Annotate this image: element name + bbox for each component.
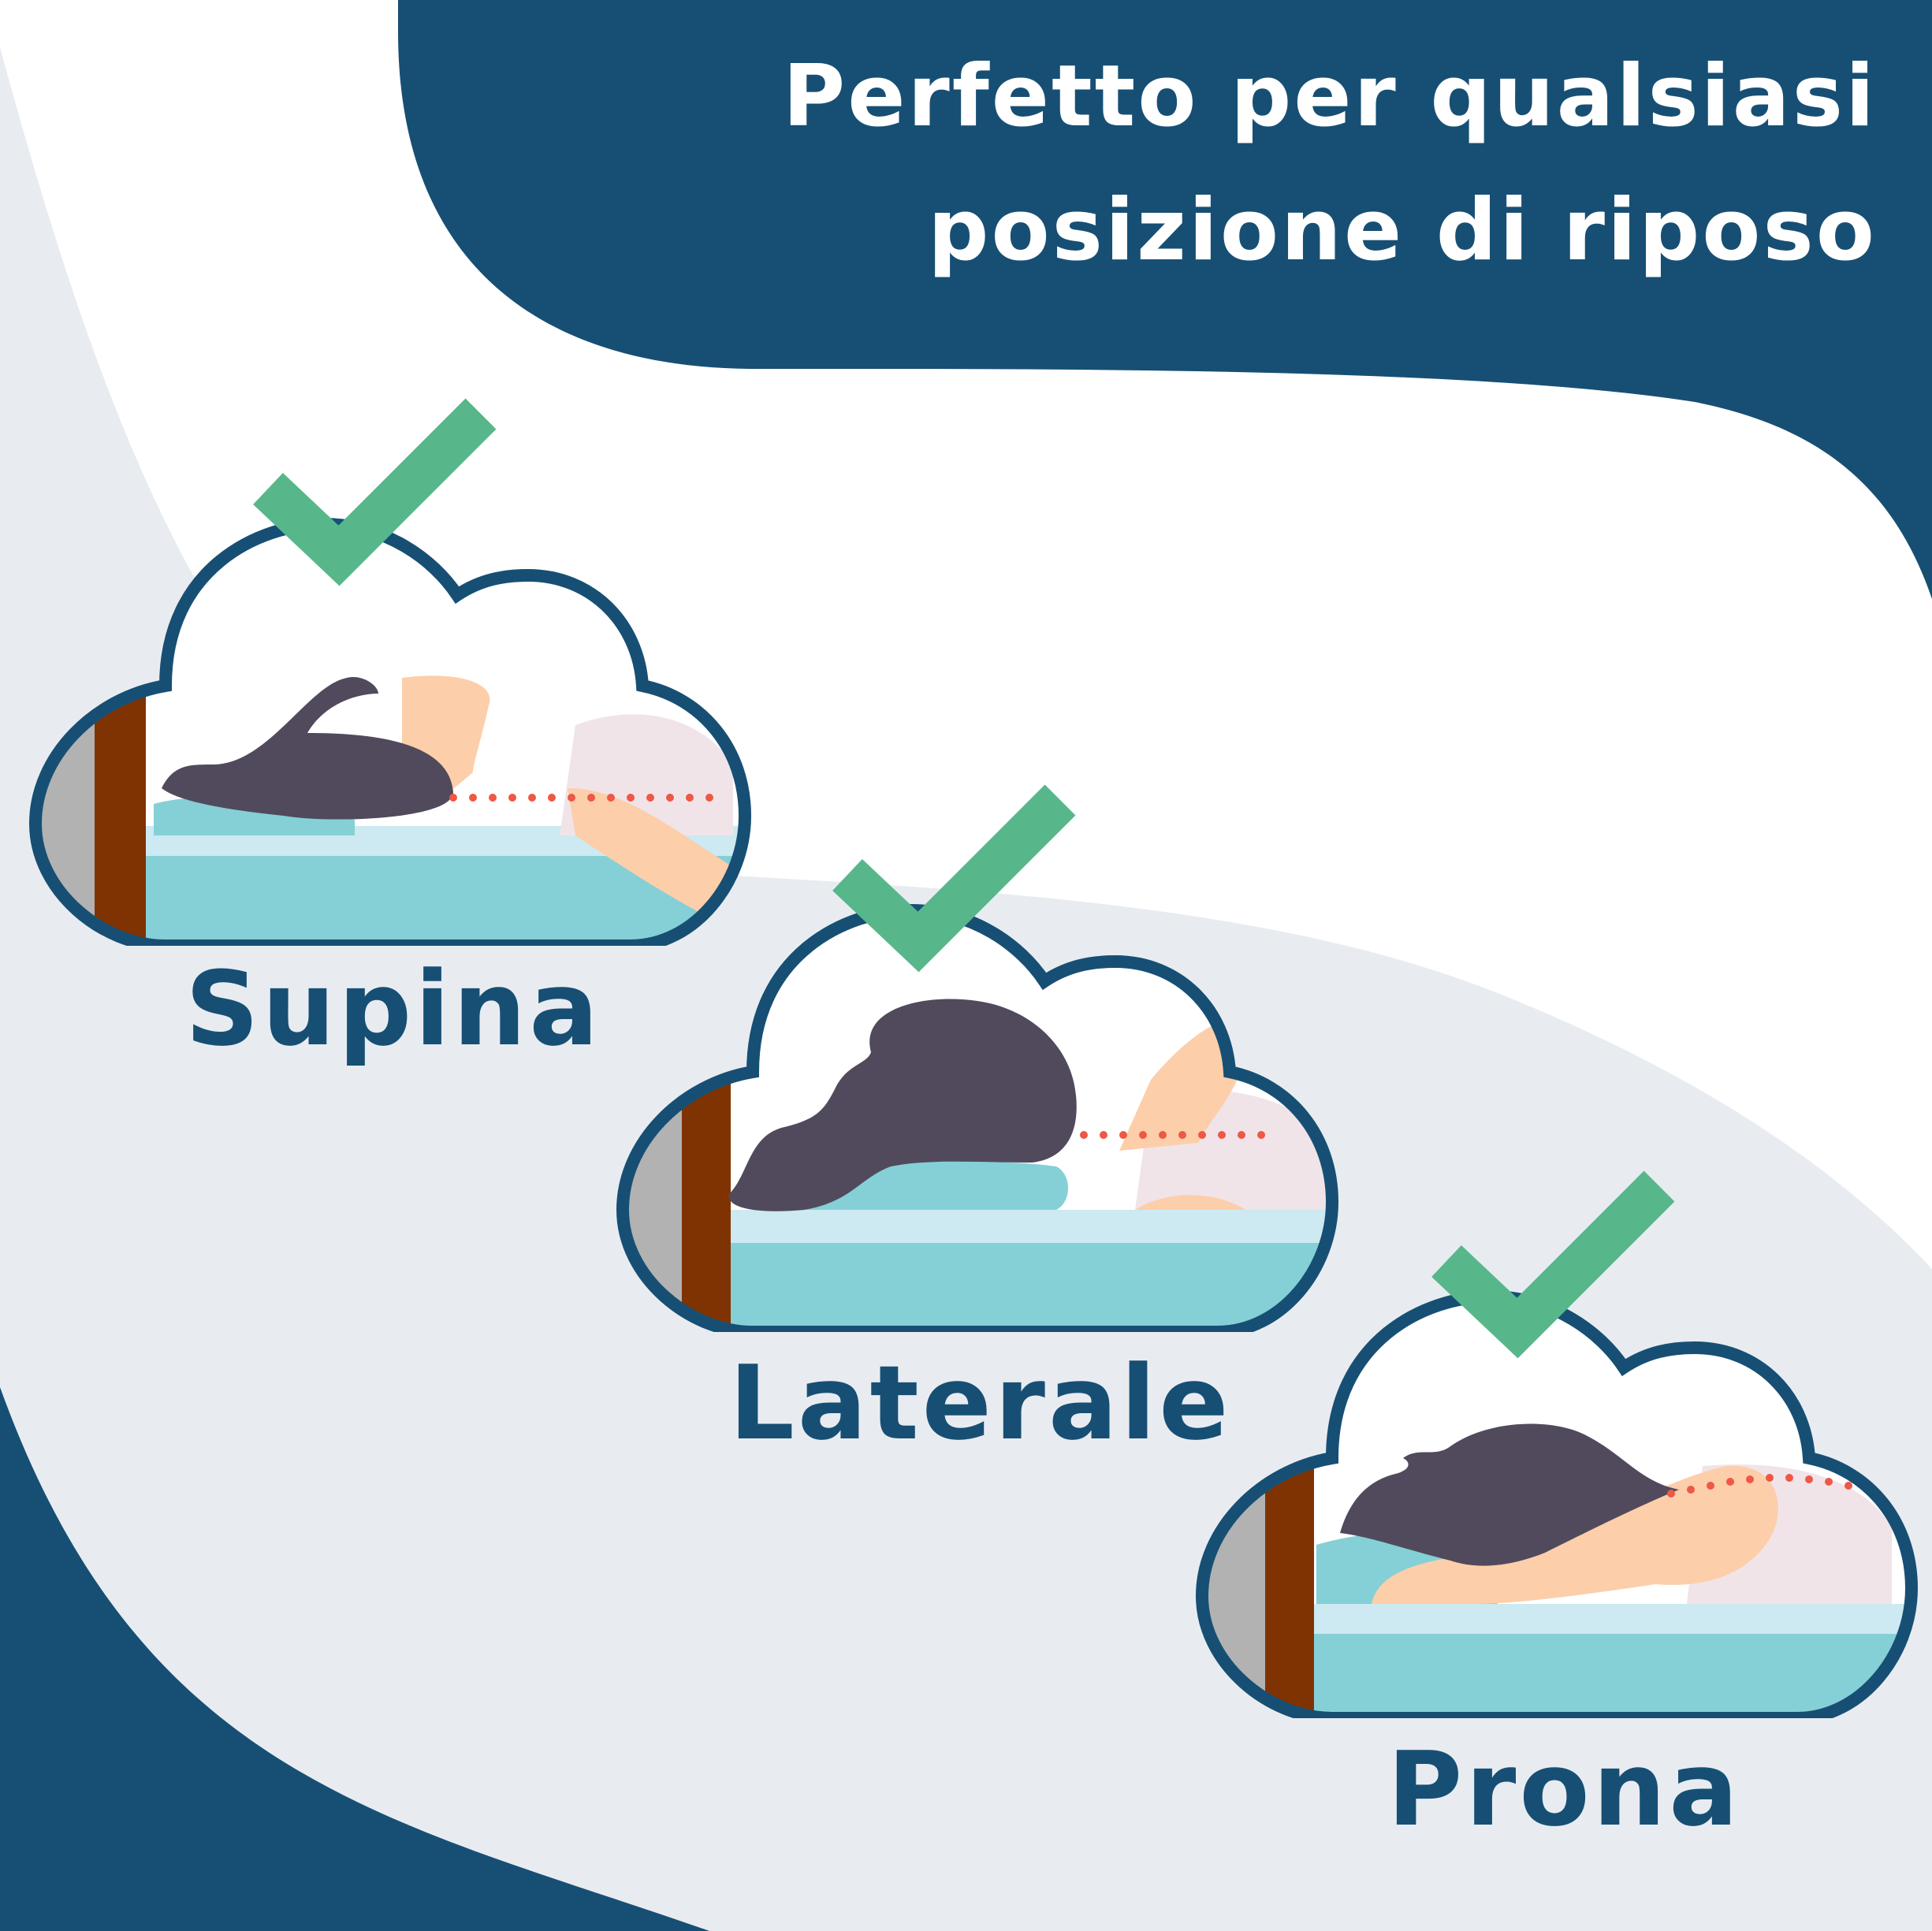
headboard <box>682 1064 731 1332</box>
navy-corner-bottom <box>0 1387 709 1931</box>
navy-header-block <box>398 0 1932 599</box>
mattress <box>1314 1634 1912 1718</box>
headline: Perfetto per qualsiasi posizione di ripo… <box>783 30 1877 298</box>
spine-dots <box>1080 1131 1265 1139</box>
headboard <box>95 678 146 946</box>
pillow <box>154 797 355 835</box>
position-card-supina <box>24 394 765 946</box>
check-icon <box>832 784 1076 973</box>
headboard <box>1265 1450 1314 1718</box>
hair <box>1340 1423 1679 1566</box>
headline-line-1: Perfetto per qualsiasi <box>783 47 1877 146</box>
headline-line-2: posizione di riposo <box>928 181 1877 280</box>
check-icon <box>253 398 497 586</box>
hair <box>162 677 453 820</box>
position-label-prona: Prona <box>1387 1729 1741 1849</box>
arm <box>568 788 733 930</box>
laterale-illustration <box>616 903 1339 1332</box>
spine-dots <box>449 794 713 802</box>
position-label-laterale: Laterale <box>729 1343 1232 1463</box>
position-card-laterale <box>611 780 1352 1332</box>
prona-illustration <box>1195 1289 1919 1718</box>
arm <box>1135 1195 1245 1210</box>
check-icon <box>1431 1170 1675 1359</box>
hair <box>728 999 1077 1211</box>
face <box>1119 1019 1247 1151</box>
mattress <box>731 1243 1332 1332</box>
mattress-top <box>731 1210 1332 1243</box>
position-card-prona <box>1190 1166 1931 1718</box>
mattress-top <box>1314 1604 1912 1634</box>
position-label-supina: Supina <box>185 949 602 1069</box>
